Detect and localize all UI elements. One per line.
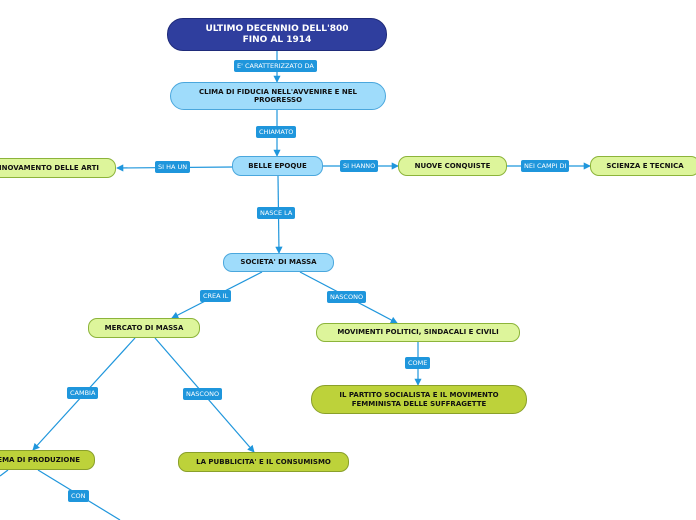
edge-sistema-offscreen [0, 469, 9, 477]
link-label-nascono-movimenti: NASCONO [327, 291, 367, 303]
rinnovamento-node[interactable]: RINNOVAMENTO DELLE ARTI [0, 158, 116, 178]
link-label-cambia: CAMBIA [67, 387, 99, 399]
link-label-nasce-la: NASCE LA [257, 207, 296, 219]
belle-epoque-node[interactable]: BELLE EPOQUE [232, 156, 323, 176]
societa-node[interactable]: SOCIETA' DI MASSA [223, 253, 334, 272]
link-label-nei-campi-di: NEI CAMPI DI [521, 160, 570, 172]
root-node[interactable]: ULTIMO DECENNIO DELL'800 FINO AL 1914 [167, 18, 387, 51]
link-label-nascono-pubblicita: NASCONO [183, 388, 223, 400]
link-label-crea-il: CREA IL [200, 290, 232, 302]
link-label-si-hanno: SI HANNO [340, 160, 379, 172]
movimenti-node[interactable]: MOVIMENTI POLITICI, SINDACALI E CIVILI [316, 323, 520, 342]
link-label-con: CON [68, 490, 89, 502]
sistema-node[interactable]: SISTEMA DI PRODUZIONE [0, 450, 95, 470]
pubblicita-node[interactable]: LA PUBBLICITA' E IL CONSUMISMO [178, 452, 349, 472]
clima-node[interactable]: CLIMA DI FIDUCIA NELL'AVVENIRE E NEL PRO… [170, 82, 386, 110]
mercato-node[interactable]: MERCATO DI MASSA [88, 318, 200, 338]
link-label-chiamato: CHIAMATO [256, 126, 297, 138]
scienza-node[interactable]: SCIENZA E TECNICA [590, 156, 696, 176]
partito-node[interactable]: IL PARTITO SOCIALISTA E IL MOVIMENTO FEM… [311, 385, 527, 414]
link-label-come: COME [405, 357, 431, 369]
link-label-si-ha-un: SI HA UN [155, 161, 191, 173]
nuove-conquiste-node[interactable]: NUOVE CONQUISTE [398, 156, 507, 176]
link-label-caratterizzato: E' CARATTERIZZATO DA [234, 60, 317, 72]
